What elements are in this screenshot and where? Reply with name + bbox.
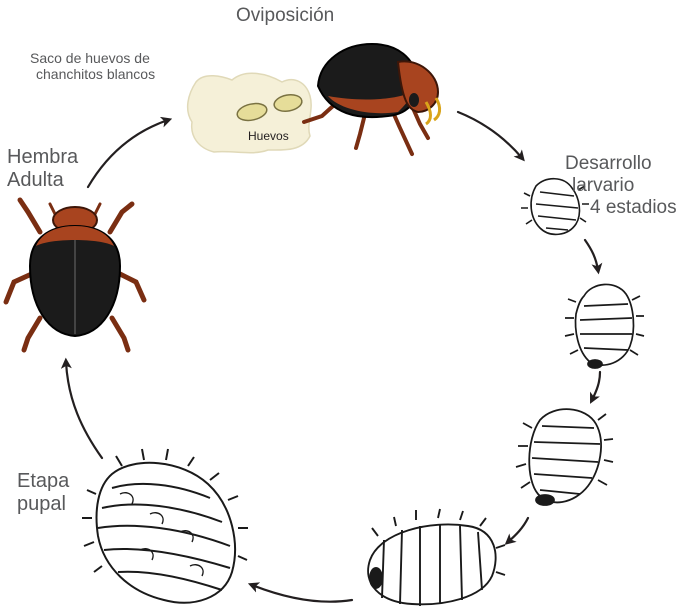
oviposition-label: Oviposición <box>236 5 335 26</box>
arrow-to-oviposition-icon <box>86 116 173 189</box>
arrow-to-larva-icon <box>456 110 525 162</box>
arrow-to-pupa-icon <box>247 582 354 603</box>
adult-female-label-line-1: Hembra <box>7 146 79 168</box>
adult-female-label-line-2: Adulta <box>7 169 64 191</box>
adult-female-label: Hembra Adulta <box>7 146 78 192</box>
pupal-stage-label: Etapa pupal <box>17 470 69 516</box>
eggs-label: Huevos <box>248 129 289 143</box>
larva-instar-3-icon <box>515 408 614 506</box>
egg-sac-label: Saco de huevos de chanchitos blancos <box>30 50 155 82</box>
larva-instar-4-icon <box>367 508 506 606</box>
arrow-larva-2-to-3-icon <box>590 370 602 404</box>
egg-sac-icon <box>186 72 312 154</box>
adult-beetle-icon <box>3 197 147 353</box>
cycle-arrows <box>60 110 603 603</box>
egg-sac-label-line-2: chanchitos blancos <box>36 66 156 83</box>
pupa-icon <box>82 448 248 604</box>
egg-icon <box>236 102 268 122</box>
egg-icon <box>273 94 303 112</box>
larva-instar-1-icon <box>521 177 589 236</box>
larval-label-line-1: Desarrollo <box>565 153 652 174</box>
larval-development-label: Desarrollo larvario 4 estadios <box>565 153 677 219</box>
ovipositing-beetle-icon <box>302 42 442 156</box>
larval-label-line-2: larvario <box>572 174 635 196</box>
pupal-label-line-2: pupal <box>17 493 66 515</box>
larva-instar-2-icon <box>564 283 645 369</box>
pupal-label-line-1: Etapa <box>17 470 70 492</box>
arrow-to-adult-icon <box>60 357 104 460</box>
larval-label-line-3: 4 estadios <box>590 196 677 218</box>
arrow-larva-3-to-4-icon <box>504 516 530 545</box>
egg-sac-label-line-1: Saco de huevos de <box>30 50 150 66</box>
arrow-larva-1-to-2-icon <box>583 238 603 275</box>
